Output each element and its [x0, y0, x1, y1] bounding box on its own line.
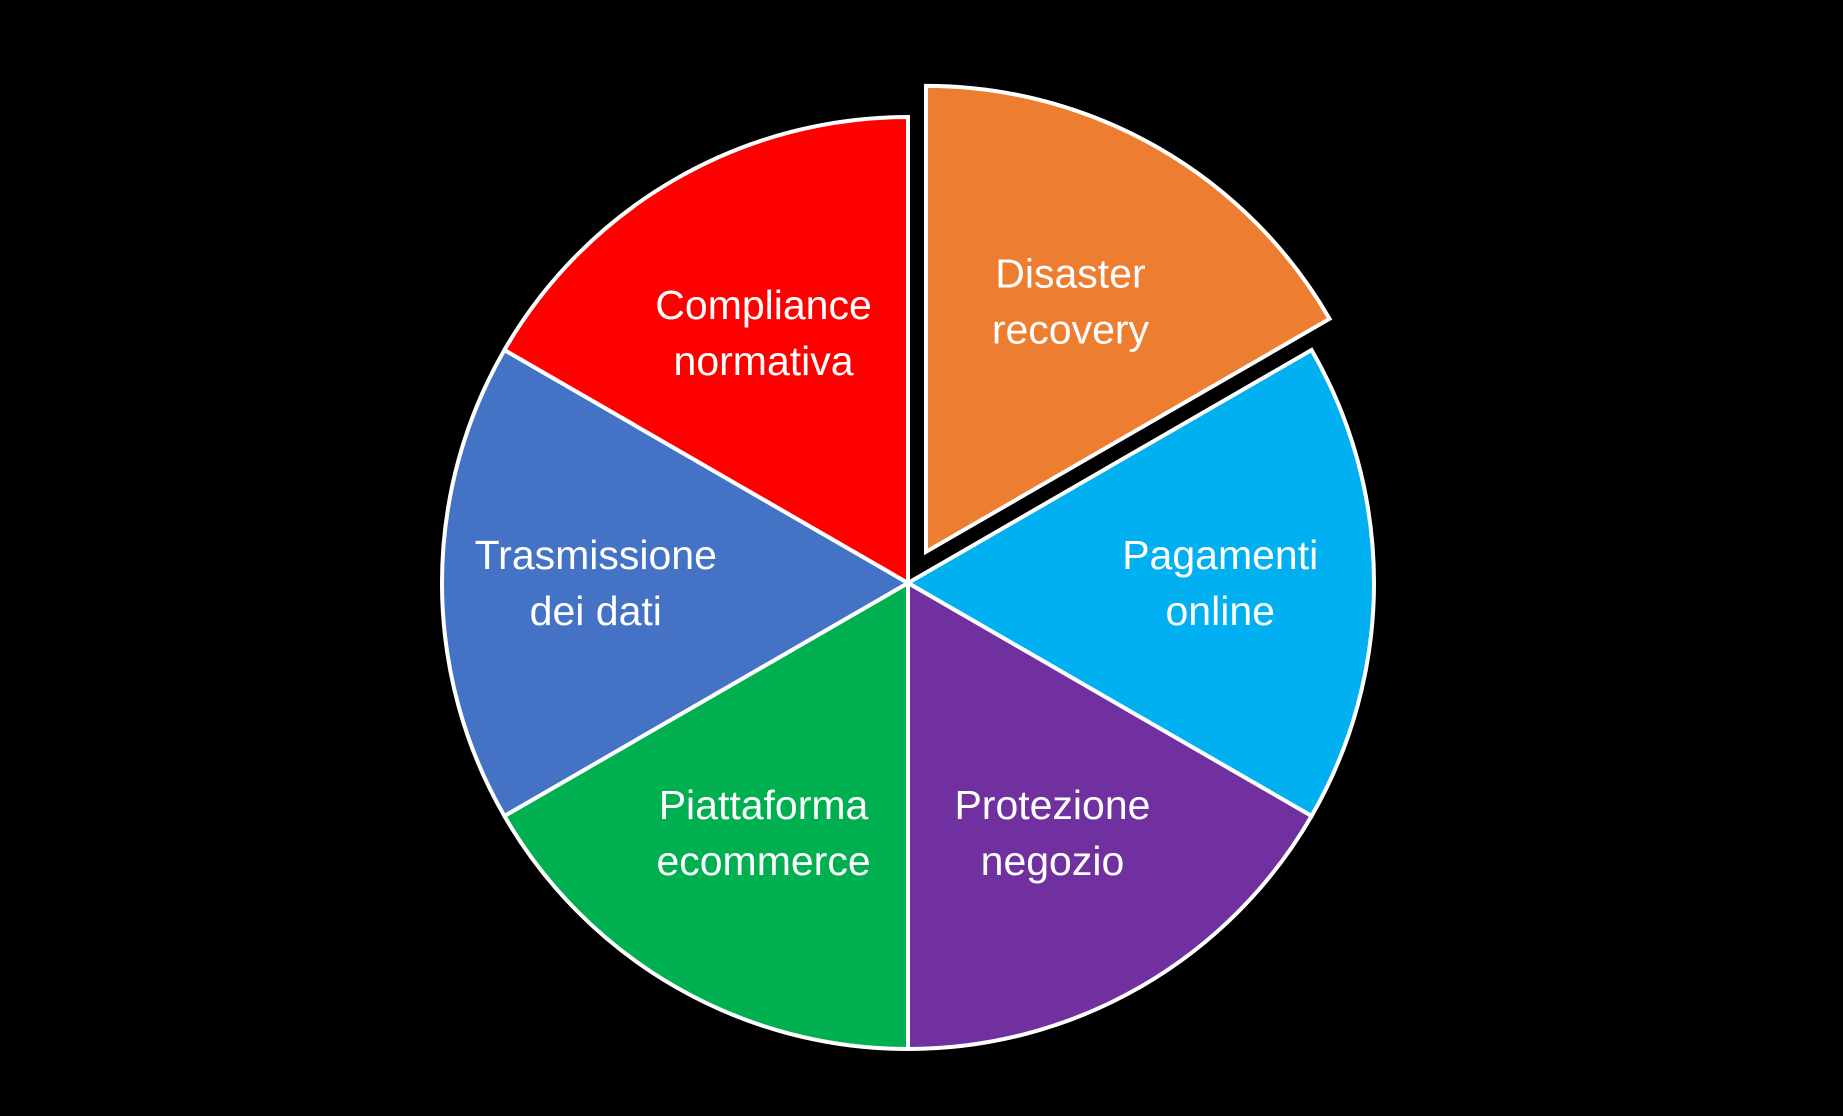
segment-protezione-negozio: [906, 579, 1315, 1052]
segment-label-compliance-normativa: Compliance normativa: [655, 282, 872, 384]
segment-label-line: ecommerce: [656, 838, 870, 884]
segment-label-line: Protezione: [954, 782, 1150, 828]
segment-label-trasmissione-dei-dati: Trasmissione dei dati: [475, 532, 717, 634]
segment-label-line: Pagamenti: [1122, 532, 1318, 578]
segment-label-line: Trasmissione: [475, 532, 717, 578]
segment-label-line: online: [1166, 588, 1275, 634]
segment-label-line: recovery: [992, 307, 1150, 353]
segment-pagamenti-online: [903, 347, 1377, 819]
segment-compliance-normativa: [501, 114, 910, 587]
segment-label-line: negozio: [981, 838, 1125, 884]
segment-label-pagamenti-online: Pagamenti online: [1122, 532, 1318, 634]
segment-label-line: Piattaforma: [659, 782, 869, 828]
segment-trasmissione-dei-dati: [440, 347, 913, 819]
segment-label-disaster-recovery: Disaster recovery: [992, 251, 1150, 353]
segment-label-protezione-negozio: Protezione negozio: [954, 782, 1150, 884]
segment-disaster-recovery: [924, 83, 1333, 556]
segment-label-line: Disaster: [995, 251, 1145, 297]
segment-piattaforma-ecommerce: [501, 579, 910, 1052]
segments-layer: [440, 83, 1377, 1052]
segment-label-piattaforma-ecommerce: Piattaforma ecommerce: [656, 782, 870, 884]
segment-label-line: dei dati: [530, 588, 662, 634]
segment-label-line: Compliance: [655, 282, 872, 328]
segment-label-line: normativa: [674, 338, 854, 384]
